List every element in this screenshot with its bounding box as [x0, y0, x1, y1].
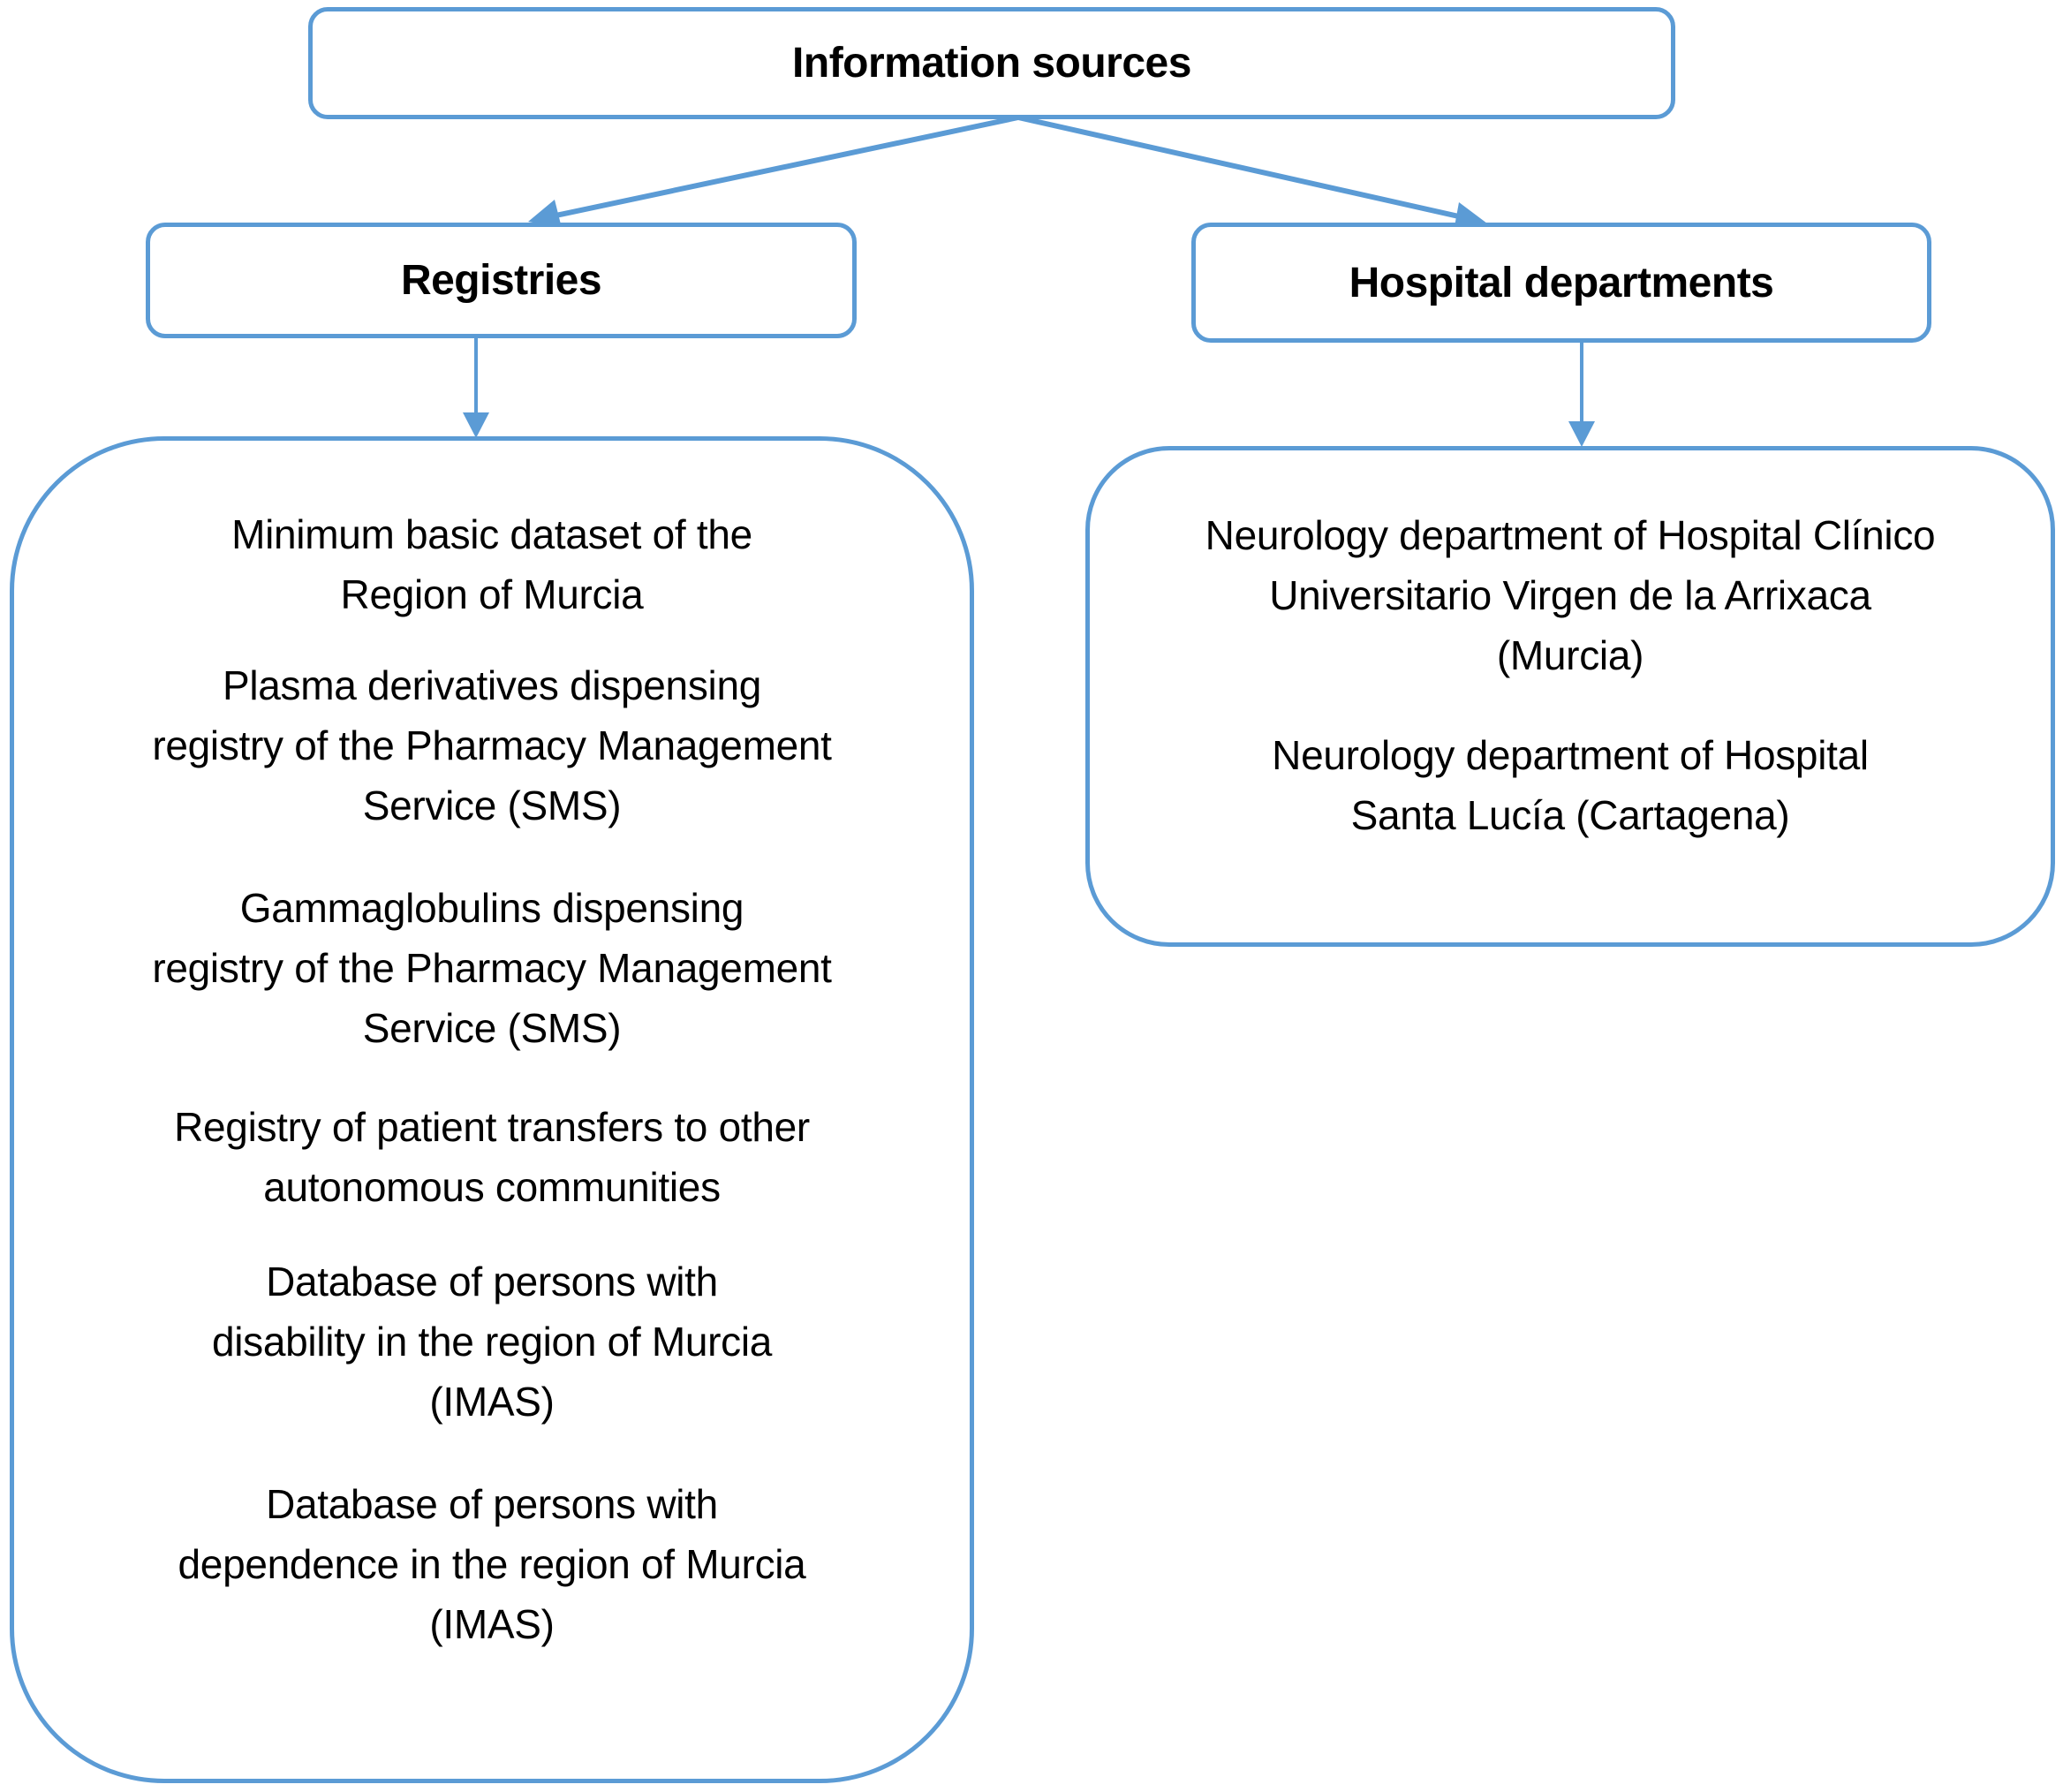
registry-item: Database of persons with dependence in t…: [178, 1481, 806, 1647]
arrow-registries-down: [463, 336, 489, 438]
registry-item: Gammaglobulins dispensing registry of th…: [152, 885, 832, 1051]
registry-item: Plasma derivatives dispensing registry o…: [152, 662, 832, 828]
hospital-departments-box: Hospital departments: [1191, 223, 1931, 343]
registry-item: Registry of patient transfers to other a…: [174, 1104, 810, 1210]
registry-item: Database of persons with disability in t…: [211, 1259, 773, 1425]
hospital-department-item: Neurology department of Hospital Clínico…: [1205, 512, 1936, 678]
registries-title: Registries: [400, 257, 602, 304]
arrow-hospital-down: [1568, 342, 1595, 447]
arrow-to-hospital-departments: [1017, 115, 1487, 231]
registry-item: Minimum basic dataset of the Region of M…: [231, 511, 752, 617]
registries-list-box: [10, 436, 974, 1783]
information-sources-box: Information sources: [308, 7, 1675, 119]
arrow-to-registries: [528, 115, 1019, 228]
hospital-departments-title: Hospital departments: [1349, 259, 1774, 306]
hospital-department-item: Neurology department of Hospital Santa L…: [1272, 732, 1869, 838]
hospital-departments-list-box: [1085, 446, 2055, 947]
information-sources-title: Information sources: [792, 40, 1191, 87]
registries-box: Registries: [146, 223, 857, 338]
